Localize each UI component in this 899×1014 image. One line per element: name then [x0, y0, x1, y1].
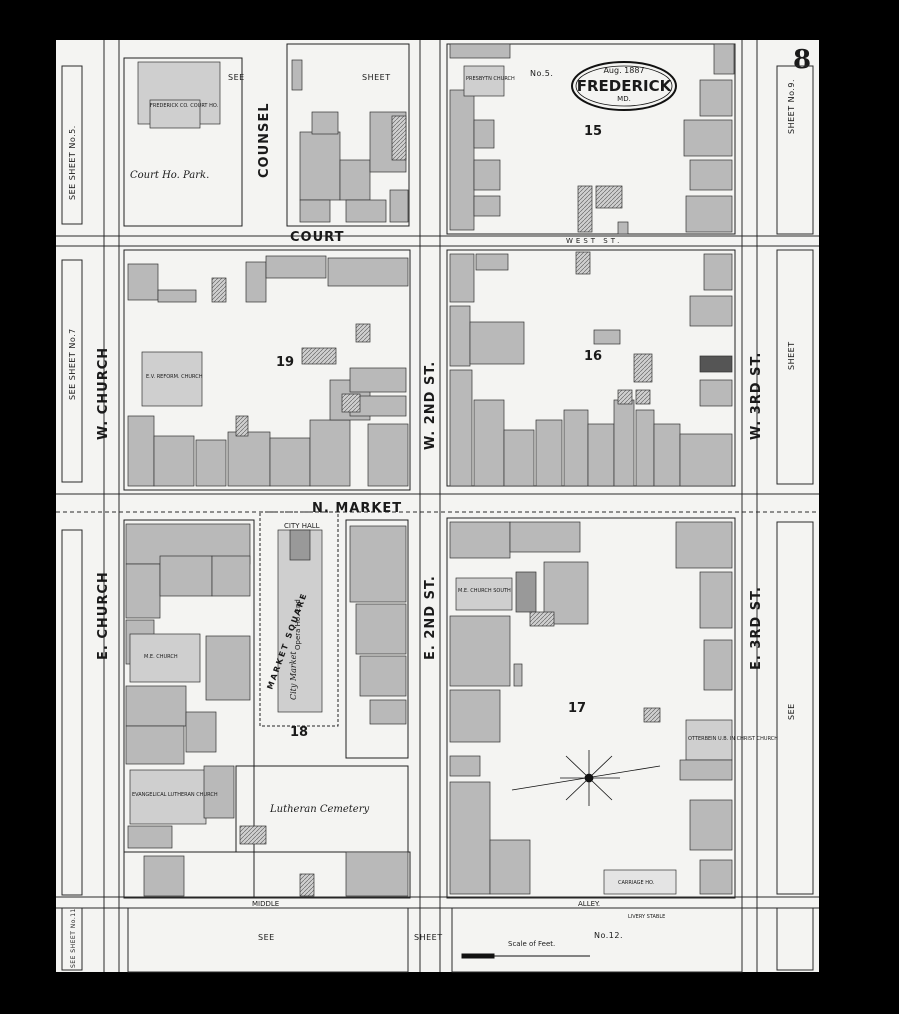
street-n-market: N. MARKET: [312, 501, 402, 516]
label-courthouse: FREDERICK CO. COURT HO.: [150, 103, 219, 109]
street-e-church: E. CHURCH: [96, 571, 111, 660]
street-court: COURT: [290, 230, 344, 245]
block-number-17: 17: [568, 701, 586, 716]
street-lines: [56, 40, 819, 973]
street-counsel: COUNSEL: [257, 102, 272, 178]
label-carriage: CARRIAGE HO.: [618, 880, 655, 886]
street-middle: MIDDLE: [252, 900, 279, 908]
label-city-hall: CITY HALL: [284, 522, 320, 530]
cartouche-city: FREDERICK: [577, 77, 673, 95]
label-opera: Opera Ho. 2nd: [294, 599, 302, 650]
sheet-ref-top-sheet: SHEET: [362, 73, 391, 82]
sheet-ref-bottom-no12: No.12.: [594, 931, 623, 940]
sheet-ref-top-no5: No.5.: [530, 69, 553, 78]
street-west: WEST ST.: [566, 237, 622, 245]
label-lutheran-cemetery: Lutheran Cemetery: [269, 804, 370, 815]
block-number-15: 15: [584, 124, 602, 139]
sheet-ref-right-mid-sheet: SHEET: [787, 341, 796, 370]
sheet-ref-right-top: SHEET No.9.: [787, 79, 796, 134]
title-cartouche: [571, 61, 677, 111]
label-city-market: City Market: [289, 651, 298, 700]
cartouche-date: Aug. 1887: [603, 66, 644, 75]
scale-bar: [461, 953, 590, 959]
block-number-18: 18: [290, 725, 308, 740]
block-outlines: [123, 43, 736, 899]
street-w-3rd: W. 3RD ST.: [749, 352, 764, 440]
label-me-church-south: M.E. CHURCH SOUTH: [458, 588, 511, 594]
sheet-number: 8: [793, 45, 811, 75]
cartouche-state: MD.: [617, 95, 631, 103]
sheet-ref-bottom-see: SEE: [258, 933, 275, 942]
label-otterbein: OTTERBEIN U.B. IN CHRIST CHURCH: [688, 736, 778, 742]
buildings: [125, 43, 735, 897]
block-number-19: 19: [276, 355, 294, 370]
sheet-ref-left-bottom: SEE SHEET No.11: [70, 908, 77, 968]
label-evangelical-lutheran: EVANGELICAL LUTHERAN CHURCH: [132, 792, 218, 798]
sheet-ref-left-top: SEE SHEET No.5.: [68, 125, 77, 200]
street-e-3rd: E. 3RD ST.: [749, 586, 764, 670]
sheet-ref-left-mid: SEE SHEET No.7: [68, 328, 77, 400]
label-scale: Scale of Feet.: [508, 940, 555, 948]
label-courthouse-park: Court Ho. Park.: [130, 170, 209, 181]
label-me-church: M.E. CHURCH: [144, 654, 178, 660]
street-e-2nd: E. 2ND ST.: [423, 575, 438, 660]
street-alley: ALLEY.: [578, 900, 600, 908]
sheet-ref-bottom-sheet: SHEET: [414, 933, 443, 942]
label-livery: LIVERY STABLE: [628, 914, 665, 920]
label-ev-reform: E.V. REFORM. CHURCH: [146, 374, 203, 380]
street-w-2nd: W. 2ND ST.: [423, 361, 438, 450]
street-w-church: W. CHURCH: [96, 347, 111, 440]
block-number-16: 16: [584, 349, 602, 364]
compass-rose: [511, 750, 661, 806]
sheet-ref-right-mid-see: SEE: [787, 703, 796, 720]
label-presbyterian: PRESBYTN CHURCH: [466, 76, 515, 82]
sheet-ref-top-see: SEE: [228, 73, 245, 82]
